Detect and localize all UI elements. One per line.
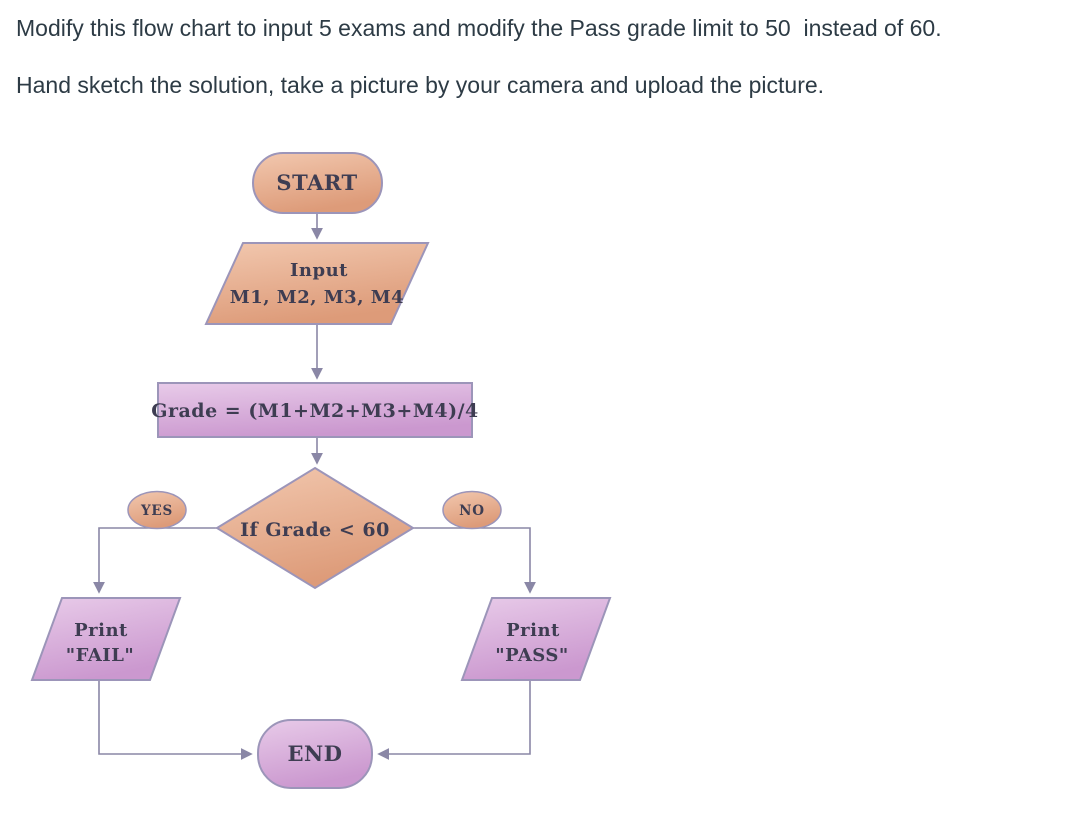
flowchart-node-start: START [252,152,383,214]
flowchart-node-process: Grade = (M1+M2+M3+M4)/4 [151,382,478,438]
print-fail-line1: Print [74,620,128,641]
no-label: NO [459,503,485,519]
flowchart-node-end: END [257,719,373,789]
print-pass-shape [460,597,612,681]
decision-shape [215,466,415,590]
print-fail-shape [30,597,182,681]
edge-decision-yes-to-print-fail [93,527,217,594]
yes-oval [127,490,187,530]
input-label-line1: Input [290,260,348,281]
flowchart-node-decision: If Grade < 60 [215,466,415,590]
decision-label: If Grade < 60 [240,519,390,541]
print-pass-line2: "PASS" [495,645,569,666]
end-shape [257,719,373,789]
edge-decision-no-to-print-pass [413,527,536,594]
yes-label: YES [140,503,173,519]
edge-label-no: NO [442,490,502,530]
input-shape [204,242,430,325]
input-label-line2: M1, M2, M3, M4 [230,287,404,308]
flowchart-edges [93,213,536,760]
start-label: START [276,170,357,195]
flowchart-node-input: Input M1, M2, M3, M4 [204,242,430,325]
edge-print-fail-to-end [98,680,253,760]
instruction-line-1: Modify this flow chart to input 5 exams … [16,15,942,41]
start-shape [252,152,383,214]
print-pass-line1: Print [506,620,560,641]
edge-print-pass-to-end [377,680,531,760]
process-label: Grade = (M1+M2+M3+M4)/4 [151,400,478,422]
flowchart-node-print-fail: Print "FAIL" [30,597,182,681]
edge-label-yes: YES [127,490,187,530]
print-fail-line2: "FAIL" [66,645,135,666]
instruction-line-2: Hand sketch the solution, take a picture… [16,72,825,98]
flowchart-node-print-pass: Print "PASS" [460,597,612,681]
end-label: END [288,741,343,766]
process-shape [157,382,473,438]
no-oval [442,490,502,530]
